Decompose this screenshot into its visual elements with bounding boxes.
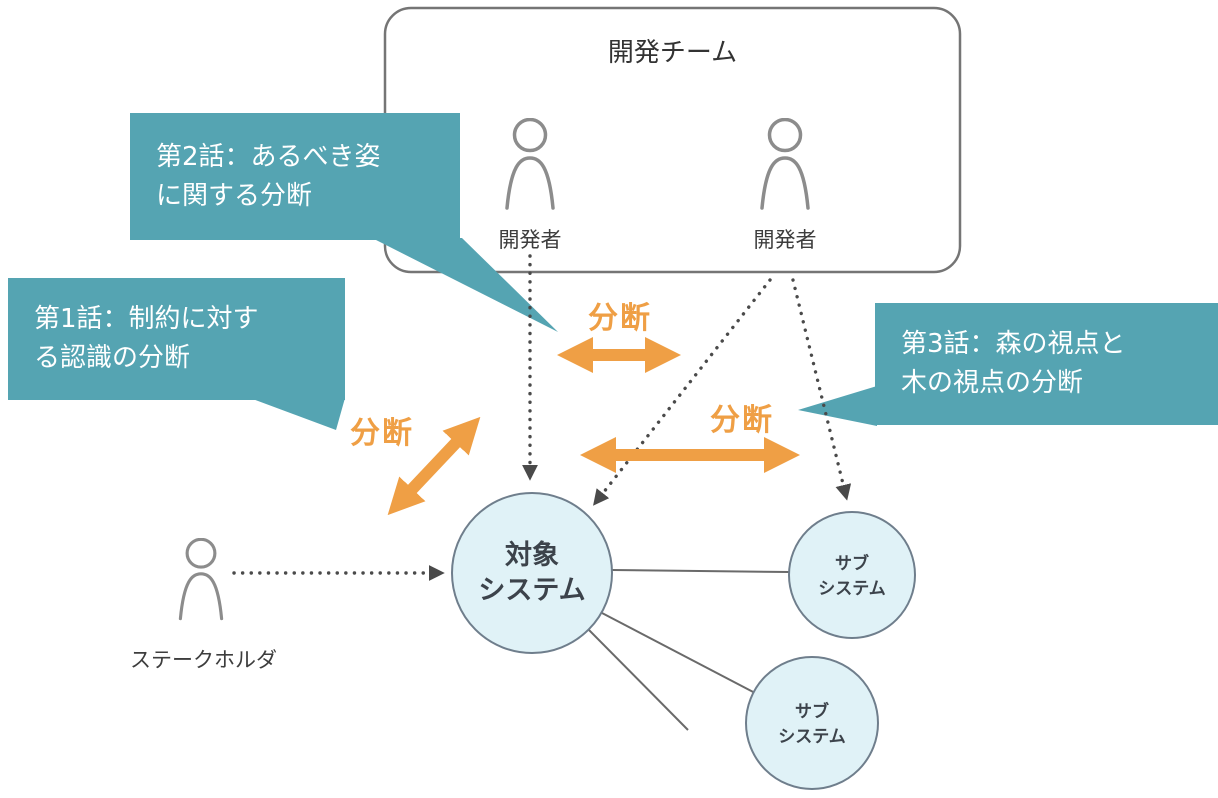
callout-ep1-line2: る認識の分断 [34, 343, 191, 373]
callout-ep2-line2: に関する分断 [156, 180, 313, 211]
subsystem-bottom-line1: サブ [795, 702, 829, 722]
subsystem-bottom-node [745, 656, 879, 790]
disconnect-arrows [387, 337, 800, 516]
callout-ep3: 第3話：森の視点と 木の視点の分断 [875, 303, 1218, 425]
callout-ep2-line1: 第2話：あるべき姿 [156, 141, 381, 172]
callout-ep3-line1: 第3話：森の視点と [901, 329, 1126, 359]
dotted-arrows [232, 254, 852, 581]
disconnect-arrow-stakeholder [387, 416, 481, 516]
callout-ep2-tail [372, 238, 558, 332]
stakeholder-label: ステークホルダ [130, 648, 277, 672]
subsystem-right-line2: システム [818, 578, 886, 599]
developer-1-label: 開発者 [498, 228, 562, 252]
stakeholder-icon [178, 538, 224, 621]
callout-ep1-line1: 第1話：制約に対す [34, 304, 259, 334]
team-box-title: 開発チーム [607, 38, 738, 68]
target-system-node [451, 492, 613, 654]
disconnect-label-stakeholder: 分断 [350, 416, 414, 451]
subsystem-bottom-label: サブ システム [749, 700, 875, 749]
system-links [587, 569, 790, 731]
target-system-line2: システム [478, 575, 586, 607]
link-target-to-sub-bottom [601, 612, 758, 695]
callout-ep1-tail [250, 398, 345, 430]
disconnect-label-developers: 分断 [588, 301, 652, 336]
subsystem-right-label: サブ システム [789, 552, 915, 601]
link-target-to-sub-right [611, 569, 790, 573]
subsystem-right-node [788, 511, 916, 639]
subsystem-bottom-line2: システム [778, 726, 846, 747]
callout-ep1: 第1話：制約に対す る認識の分断 [8, 278, 345, 400]
target-system-line1: 対象 [505, 540, 559, 571]
developer-2-label: 開発者 [753, 228, 817, 252]
callout-ep3-tail [798, 386, 877, 426]
disconnect-label-system-views: 分断 [710, 403, 774, 438]
link-target-down [587, 628, 689, 731]
callout-ep3-line2: 木の視点の分断 [901, 368, 1084, 398]
arrow-dev2-to-subsystem [791, 278, 852, 501]
subsystem-right-line1: サブ [835, 554, 869, 574]
callout-ep2: 第2話：あるべき姿 に関する分断 [130, 113, 460, 240]
target-system-label: 対象 システム [452, 538, 612, 608]
